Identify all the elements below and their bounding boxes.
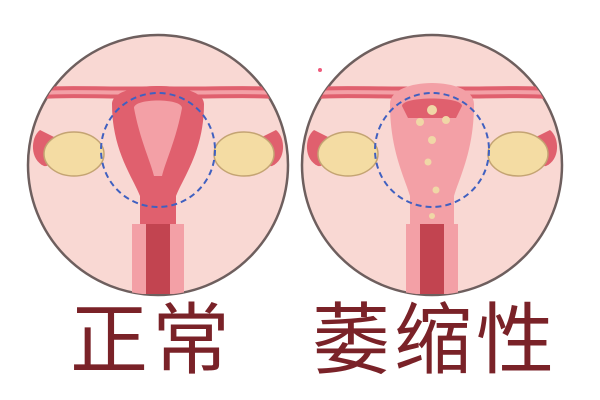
- vaginal-canal: [146, 224, 170, 294]
- atrophy-spot: [432, 186, 440, 194]
- atrophy-spot: [428, 136, 436, 144]
- atrophy-spot: [424, 158, 432, 166]
- left-ovary: [43, 131, 105, 177]
- vaginal-canal: [420, 224, 444, 294]
- right-ovary: [213, 131, 275, 177]
- atrophy-spot: [429, 213, 435, 219]
- atrophic-uterus-panel: [300, 33, 564, 297]
- focus-ring: [100, 92, 216, 208]
- normal-uterus-panel: [26, 33, 290, 297]
- focus-ring: [374, 92, 490, 208]
- atrophy-spot: [416, 118, 424, 126]
- normal-uterus-icon: [28, 86, 288, 294]
- uterus-body: [390, 83, 474, 224]
- marker-dot: [318, 68, 322, 72]
- uterine-cavity: [134, 100, 182, 176]
- atrophic-label: 萎缩性: [312, 296, 559, 386]
- left-ovary: [317, 131, 379, 177]
- atrophy-spot: [427, 105, 437, 115]
- normal-label: 正常: [70, 296, 235, 386]
- right-ovary: [487, 131, 549, 177]
- atrophy-spot: [442, 116, 450, 124]
